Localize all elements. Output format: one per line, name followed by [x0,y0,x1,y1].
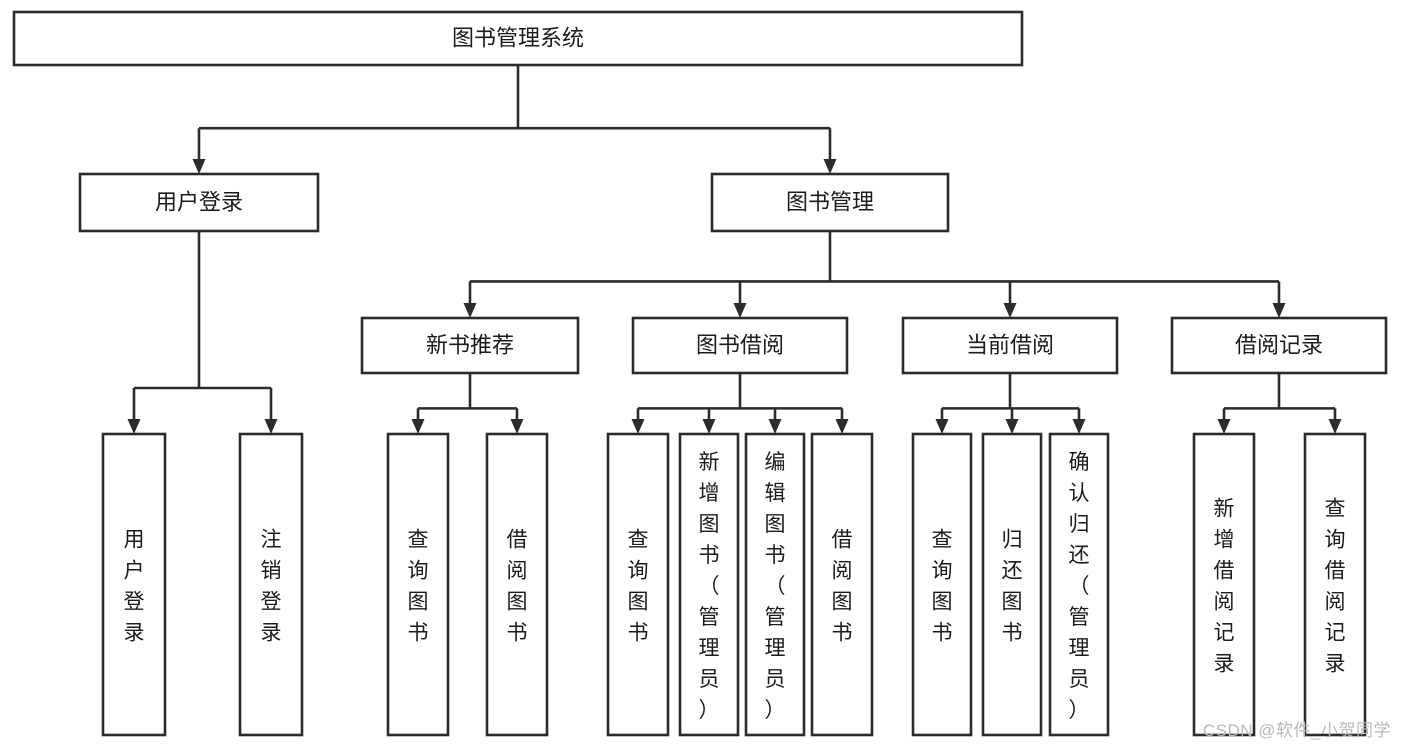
node-box [631,316,849,375]
node-label: 图书管理 [786,189,874,214]
arrow-head-icon [733,303,747,318]
node-leaf-borrow-book-1[interactable]: 借阅图书 [485,432,549,737]
arrow-head-icon [1328,419,1342,434]
node-label: 图书管理系统 [452,25,584,50]
arrow-head-icon [823,159,837,174]
node-leaf-query-book-3[interactable]: 查询图书 [911,432,973,737]
node-box [901,316,1119,375]
node-label: 用户登录 [155,189,243,214]
node-label: 查询图书 [408,529,429,645]
node-leaf-query-book-2[interactable]: 查询图书 [606,432,670,737]
arrow-head-icon [631,419,645,434]
arrow-head-icon [264,419,278,434]
node-label: 新增借阅记录 [1214,498,1235,676]
node-leaf-confirm-return[interactable]: 确认归还（管理员） [1048,432,1110,737]
node-label: 查询借阅记录 [1325,498,1346,676]
node-box [1192,432,1256,737]
node-book-manage[interactable]: 图书管理 [710,172,950,233]
node-box [101,432,167,737]
node-box [981,432,1043,737]
node-box [12,10,1024,67]
node-current-borrow[interactable]: 当前借阅 [901,316,1119,375]
arrow-head-icon [768,419,782,434]
node-box [810,432,874,737]
node-leaf-add-book[interactable]: 新增图书（管理员） [678,432,740,737]
node-box [386,432,450,737]
node-leaf-return-book[interactable]: 归还图书 [981,432,1043,737]
node-leaf-add-record[interactable]: 新增借阅记录 [1192,432,1256,737]
node-leaf-edit-book[interactable]: 编辑图书（管理员） [744,432,806,737]
node-box [710,172,950,233]
node-box [1048,432,1110,737]
edge-layer [127,65,1342,434]
node-box [606,432,670,737]
watermark-text: CSDN @软件_小贺同学 [1202,721,1391,740]
arrow-head-icon [1003,303,1017,318]
node-box [78,172,320,233]
node-box [678,432,740,737]
node-label: 查询图书 [628,529,649,645]
arrow-head-icon [192,159,206,174]
node-label: 当前借阅 [966,332,1054,357]
node-new-book-rec[interactable]: 新书推荐 [360,316,580,375]
node-box [238,432,304,737]
node-box [485,432,549,737]
node-box [911,432,973,737]
node-label: 归还图书 [1002,529,1023,645]
arrow-head-icon [1217,419,1231,434]
node-label: 确认归还（管理员） [1069,451,1090,722]
node-borrow-record[interactable]: 借阅记录 [1170,316,1388,375]
arrow-head-icon [702,419,716,434]
node-box [744,432,806,737]
arrow-head-icon [1072,419,1086,434]
node-leaf-borrow-book-2[interactable]: 借阅图书 [810,432,874,737]
node-leaf-user-login[interactable]: 用户登录 [101,432,167,737]
node-label: 借阅图书 [507,529,528,645]
node-label: 借阅记录 [1235,332,1323,357]
node-leaf-logout[interactable]: 注销登录 [238,432,304,737]
node-leaf-query-record[interactable]: 查询借阅记录 [1303,432,1367,737]
node-label: 注销登录 [261,529,282,645]
arrow-head-icon [835,419,849,434]
node-label: 新增图书（管理员） [699,451,720,722]
node-label: 借阅图书 [832,529,853,645]
node-box [1303,432,1367,737]
node-label: 编辑图书（管理员） [765,451,786,722]
node-label: 查询图书 [932,529,953,645]
arrow-head-icon [1272,303,1286,318]
arrow-head-icon [1005,419,1019,434]
arrow-head-icon [411,419,425,434]
arrow-head-icon [463,303,477,318]
arrow-head-icon [127,419,141,434]
node-label: 新书推荐 [426,332,514,357]
arrow-head-icon [510,419,524,434]
node-label: 用户登录 [124,529,145,645]
node-book-borrow[interactable]: 图书借阅 [631,316,849,375]
arrow-head-icon [935,419,949,434]
node-box [1170,316,1388,375]
node-leaf-query-book-1[interactable]: 查询图书 [386,432,450,737]
node-user-login[interactable]: 用户登录 [78,172,320,233]
node-root[interactable]: 图书管理系统 [12,10,1024,67]
node-layer: 图书管理系统用户登录图书管理新书推荐图书借阅当前借阅借阅记录用户登录注销登录查询… [12,10,1388,737]
node-label: 图书借阅 [696,332,784,357]
node-box [360,316,580,375]
